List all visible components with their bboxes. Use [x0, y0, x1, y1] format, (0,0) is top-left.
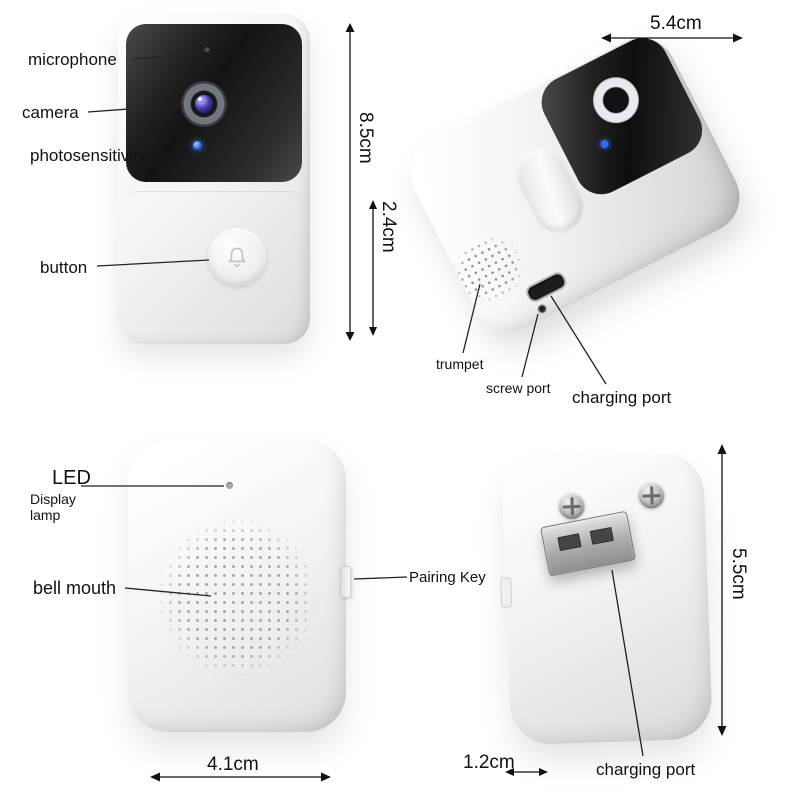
label-bell-mouth: bell mouth	[33, 578, 117, 598]
camera-lens	[181, 81, 227, 127]
photosensitivity-led	[193, 141, 202, 150]
dim-label-width-chime: 4.1cm	[207, 754, 259, 775]
pairing-key	[340, 566, 351, 598]
screw-left	[558, 492, 586, 520]
microphone-hole	[204, 46, 210, 52]
leader-pairing-key	[353, 576, 408, 580]
dim-label-depth-doorbell: 2.4cm	[378, 201, 399, 253]
dimension-arrow-5-5cm	[717, 444, 727, 736]
doorbell-angled-body	[398, 25, 752, 345]
dimension-arrow-8-5cm	[345, 23, 355, 341]
camera-panel	[126, 24, 302, 182]
dim-label-thickness-chime: 1.2cm	[463, 752, 515, 773]
label-button: button	[40, 258, 88, 277]
usb-hole-left	[557, 533, 582, 552]
label-screw-port: screw port	[486, 380, 551, 396]
screw-right	[637, 481, 665, 509]
label-camera: camera	[22, 103, 79, 122]
usb-plug	[540, 510, 637, 577]
camera-ring	[585, 69, 647, 132]
screw-hole	[536, 302, 549, 315]
label-microphone: microphone	[28, 50, 117, 69]
doorbell-button	[208, 228, 266, 286]
chime-back-view	[500, 452, 713, 746]
dim-label-width-doorbell: 5.4cm	[650, 13, 702, 34]
label-pairing-key: Pairing Key	[409, 569, 486, 586]
label-charging-port-bottom: charging port	[596, 760, 696, 779]
label-photosensitivity: photosensitivity	[30, 146, 147, 165]
doorbell-front-view	[118, 14, 310, 344]
label-led: LED	[52, 467, 91, 489]
photosensitivity-led-angled	[599, 138, 611, 150]
micro-usb-port	[523, 269, 570, 305]
usb-hole-right	[589, 526, 614, 545]
label-trumpet: trumpet	[436, 356, 484, 372]
bell-icon	[228, 247, 246, 267]
camera-glass	[195, 95, 213, 113]
side-tab	[500, 577, 513, 608]
chime-front-view	[128, 440, 351, 732]
led-indicator	[226, 482, 233, 489]
dim-label-height-doorbell: 8.5cm	[355, 112, 376, 164]
dim-label-height-chime: 5.5cm	[728, 548, 749, 600]
label-charging-port-top: charging port	[572, 388, 672, 407]
doorbell-angled-view	[398, 25, 752, 345]
body-seam	[126, 191, 302, 218]
speaker-holes	[447, 228, 531, 310]
label-display-lamp: Display lamp	[30, 491, 76, 524]
speaker-grille	[157, 517, 317, 677]
dimension-arrow-2-4cm	[369, 200, 377, 336]
